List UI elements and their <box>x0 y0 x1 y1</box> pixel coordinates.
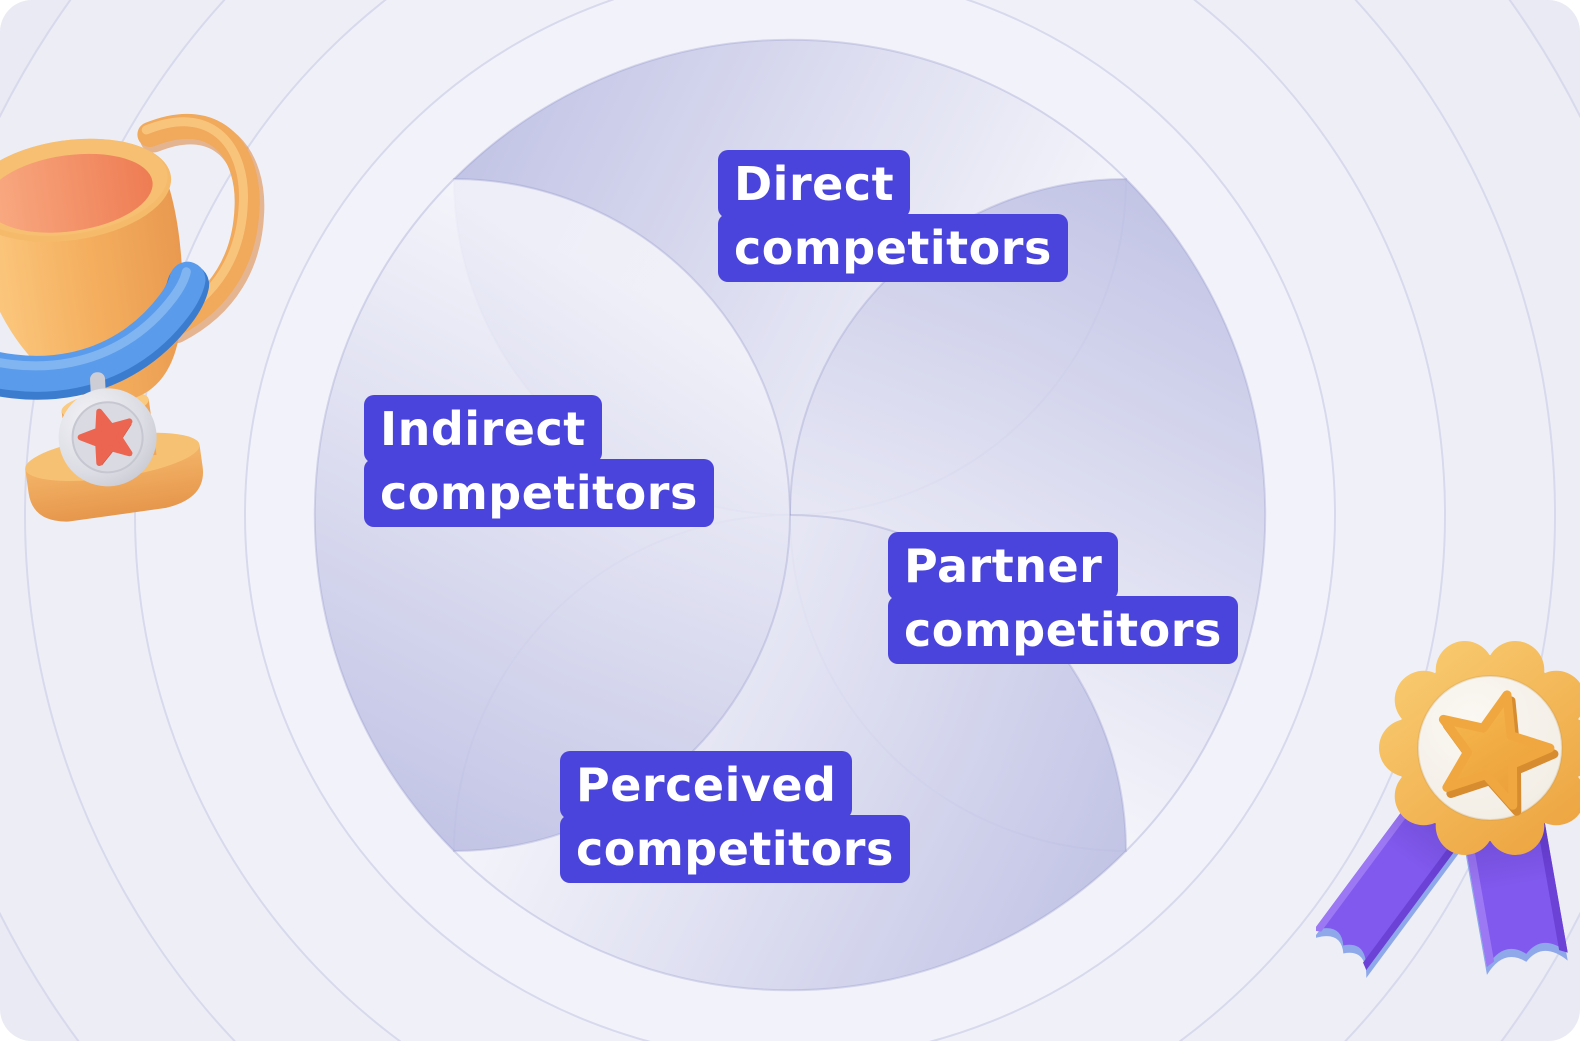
trophy-handle <box>137 113 265 344</box>
segment-label-indirect: Indirect competitors <box>364 395 714 527</box>
label-line-1: Indirect <box>364 395 602 463</box>
label-line-1: Direct <box>718 150 911 218</box>
label-line-1: Partner <box>888 532 1119 600</box>
red-star-icon <box>77 408 133 467</box>
trophy-3d-illustration <box>0 113 265 522</box>
label-line-2: competitors <box>718 214 1068 282</box>
segment-label-partner: Partner competitors <box>888 532 1238 664</box>
label-line-2: competitors <box>560 815 910 883</box>
gold-star-icon <box>1438 690 1559 816</box>
segment-label-direct: Direct competitors <box>718 150 1068 282</box>
segment-label-perceived: Perceived competitors <box>560 751 910 883</box>
label-line-2: competitors <box>364 459 714 527</box>
award-badge-3d-illustration <box>1316 641 1580 978</box>
trophy-medal <box>58 372 157 487</box>
label-line-1: Perceived <box>560 751 853 819</box>
trophy-ribbon <box>0 261 210 400</box>
label-line-2: competitors <box>888 596 1238 664</box>
